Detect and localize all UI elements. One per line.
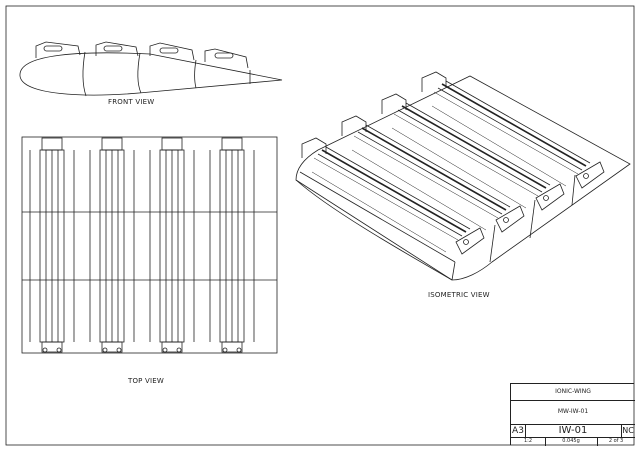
top-view-rib	[149, 137, 195, 353]
title-block: IONIC-WING MW-IW-01 A3 IW-01 NC 1:2 0.04…	[510, 383, 635, 446]
iso-rod-assembly	[341, 115, 525, 233]
dwg-no-cell: IW-01	[525, 424, 622, 438]
drawing-name-cell: MW-IW-01	[511, 400, 635, 425]
title-cell: IONIC-WING	[511, 384, 635, 401]
isometric-view	[295, 71, 631, 281]
scale-cell: 1:2	[511, 437, 546, 446]
iso-rod-assembly	[301, 137, 485, 255]
rev-cell: NC	[621, 424, 635, 438]
top-view-rib	[89, 137, 135, 353]
top-view-rib	[29, 137, 75, 353]
top-view-rib	[209, 137, 255, 353]
front-view	[19, 41, 283, 97]
top-view-label: TOP VIEW	[128, 377, 165, 385]
sheet-cell: 2 of 3	[608, 438, 624, 444]
sheet-border	[5, 5, 635, 446]
weight-cell: 0.045g	[545, 437, 598, 446]
front-view-label: FRONT VIEW	[108, 98, 155, 106]
isometric-view-label: ISOMETRIC VIEW	[428, 291, 490, 299]
iso-rod-assembly	[381, 93, 565, 211]
size-cell: A3	[511, 424, 526, 438]
top-view	[21, 136, 278, 354]
iso-rod-assembly	[421, 71, 605, 189]
